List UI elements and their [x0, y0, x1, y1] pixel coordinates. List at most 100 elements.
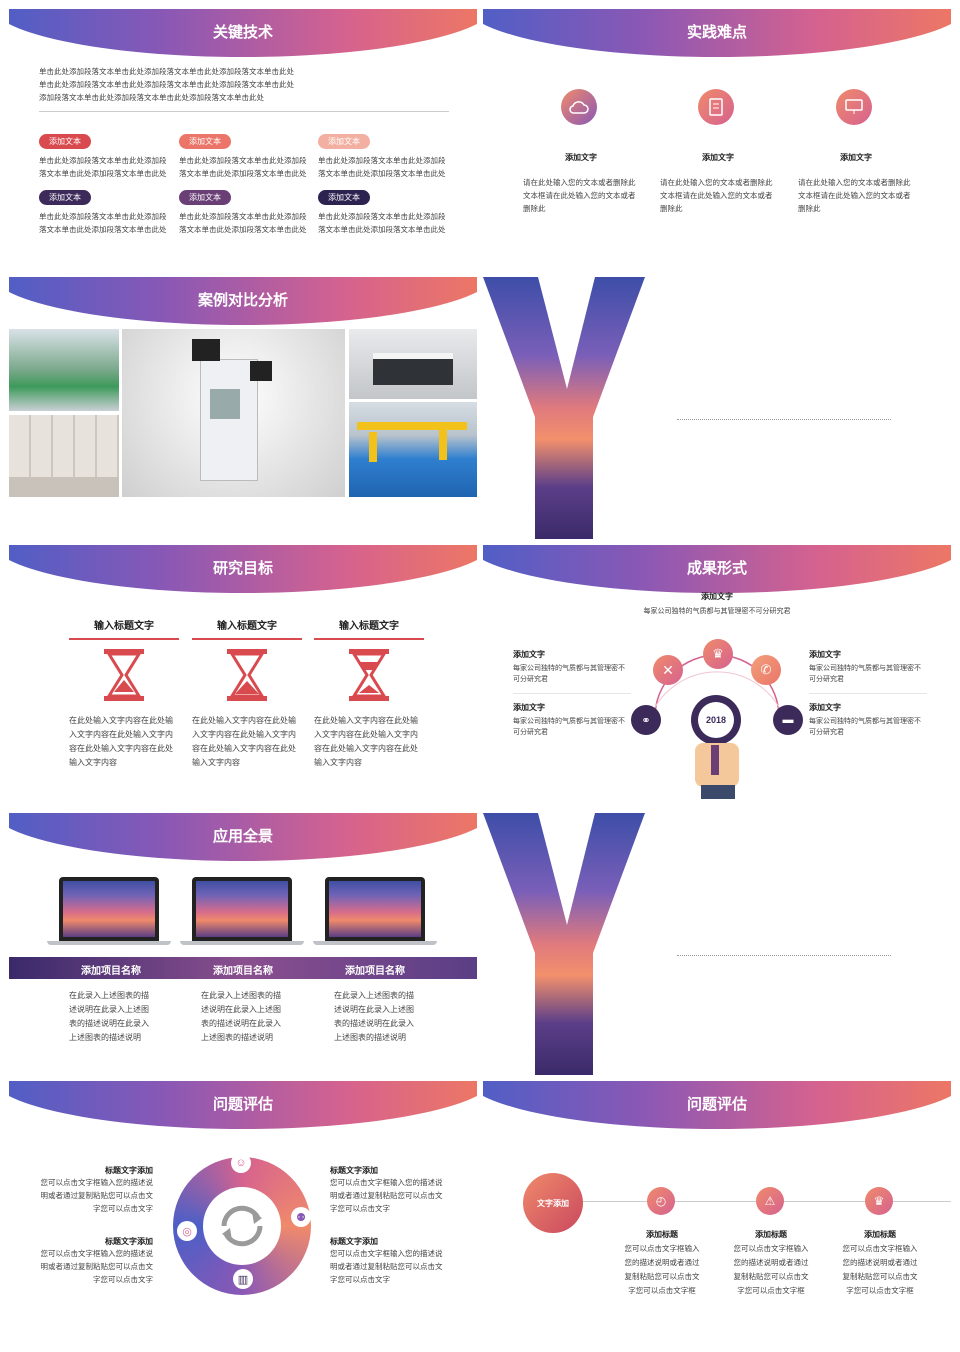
hourglass-icon	[227, 649, 267, 701]
grid-item: 添加文本 单击此处添加段落文本单击此处添加段落文本单击此处添加段落文本单击此处	[318, 131, 448, 180]
slide-problem-assessment-timeline[interactable]: 问题评估 文字添加 ◴ ⚠ ♛ 添加标题 您可以点击文字框输入您的描述说明或者通…	[483, 1081, 951, 1343]
slide-section-divider[interactable]	[483, 277, 951, 539]
grid-item: 添加文本 单击此处添加段落文本单击此处添加段落文本单击此处添加段落文本单击此处	[39, 131, 169, 180]
handshake-icon: ⚭	[631, 705, 661, 735]
top-text: 每家公司独特的气质都与其管理密不可分研究君	[643, 608, 791, 615]
block-head: 标题文字添加	[330, 1237, 378, 1246]
target-icon: ◎	[177, 1221, 197, 1241]
text-block: 标题文字添加 您可以点击文字框输入您的描述说明或者通过复制粘贴您可以点击文字您可…	[39, 1236, 154, 1286]
block-text: 您可以点击文字框输入您的描述说明或者通过复制粘贴您可以点击文字您可以点击文字	[330, 1178, 443, 1213]
slide-results[interactable]: 成果形式 添加文字 每家公司独特的气质都与其管理密不可分研究君 添加文字 每家公…	[483, 545, 951, 807]
laptop	[180, 877, 304, 945]
grid-item: 添加文本 单击此处添加段落文本单击此处添加段落文本单击此处添加段落文本单击此处	[179, 131, 309, 180]
laptop	[47, 877, 171, 945]
slide-title: 实践难点	[686, 24, 747, 41]
factory-photo	[9, 329, 119, 411]
name-bar	[9, 957, 477, 979]
dotted-line	[677, 955, 891, 956]
slide-banner: 关键技术	[9, 9, 477, 57]
step-text: 您可以点击文字框输入您的描述说明或者通过复制粘贴您可以点击文字您可以点击文字框	[842, 1244, 918, 1295]
goal-underline	[314, 638, 424, 640]
goal-head: 输入标题文字	[339, 621, 399, 632]
goal-text: 在此处输入文字内容在此处输入文字内容在此处输入文字内容在此处输入文字内容在此处输…	[192, 716, 296, 767]
item-text: 单击此处添加段落文本单击此处添加段落文本单击此处添加段落文本单击此处	[179, 156, 307, 178]
tag-pill: 添加文本	[318, 190, 370, 205]
slide-title: 研究目标	[212, 560, 273, 577]
slide-title: 问题评估	[212, 1096, 273, 1113]
block-text: 您可以点击文字框输入您的描述说明或者通过复制粘贴您可以点击文字您可以点击文字	[40, 1249, 154, 1284]
tag-pill: 添加文本	[318, 134, 370, 149]
trophy-icon: ♛	[865, 1187, 893, 1215]
tools-icon: ✕	[653, 655, 683, 685]
right-block: 添加文字 每家公司独特的气质都与其管理密不可分研究君	[809, 702, 927, 738]
y-letter-graphic	[483, 277, 645, 539]
item-text: 在此录入上述图表的描述说明在此录入上述图表的描述说明在此录入上述图表的描述说明	[69, 991, 149, 1042]
goal-col: 输入标题文字 在此处输入文字内容在此处输入文字内容在此处输入文字内容在此处输入文…	[69, 617, 179, 770]
year-badge: 2018	[691, 695, 741, 745]
block-head: 标题文字添加	[105, 1166, 153, 1175]
goal-text: 在此处输入文字内容在此处输入文字内容在此处输入文字内容在此处输入文字内容在此处输…	[69, 716, 173, 767]
slide-practice-difficulties[interactable]: 实践难点 添加文字 请在此处输入您的文本或者删除此文本框请在此处输入您的文本或者…	[483, 9, 951, 271]
item-text: 单击此处添加段落文本单击此处添加段落文本单击此处添加段落文本单击此处	[39, 212, 167, 234]
head-icon: ☺	[231, 1153, 251, 1173]
team-icon: ⚉	[291, 1207, 311, 1227]
goal-underline	[69, 638, 179, 640]
block-text: 每家公司独特的气质都与其管理密不可分研究君	[809, 718, 921, 736]
col-text: 请在此处输入您的文本或者删除此文本框请在此处输入您的文本或者删除此	[798, 178, 911, 213]
block-head: 添加文字	[513, 703, 545, 712]
top-head: 添加文字	[701, 592, 733, 601]
slide-title: 关键技术	[212, 24, 273, 41]
slide-section-divider[interactable]	[483, 813, 951, 1075]
col-text: 请在此处输入您的文本或者删除此文本框请在此处输入您的文本或者删除此	[523, 178, 636, 213]
slide-title: 问题评估	[686, 1096, 747, 1113]
cabinet-photo	[9, 415, 119, 497]
item-name: 添加项目名称	[81, 966, 141, 977]
divider-line	[809, 693, 927, 694]
hourglass-icon	[104, 649, 144, 701]
monitor-icon	[836, 89, 872, 125]
right-block: 添加文字 每家公司独特的气质都与其管理密不可分研究君	[809, 649, 927, 685]
slide-banner: 实践难点	[483, 9, 951, 57]
intro-text: 单击此处添加段落文本单击此处添加段落文本单击此处添加段落文本单击此处单击此处添加…	[39, 67, 294, 102]
slide-banner: 应用全景	[9, 813, 477, 861]
warning-icon: ⚠	[756, 1187, 784, 1215]
start-circle: 文字添加	[523, 1173, 583, 1233]
item-text: 在此录入上述图表的描述说明在此录入上述图表的描述说明在此录入上述图表的描述说明	[334, 991, 414, 1042]
truck-icon: ▬	[773, 705, 803, 735]
goal-head: 输入标题文字	[217, 621, 277, 632]
trophy-icon: ♛	[703, 639, 733, 669]
tag-pill: 添加文本	[39, 190, 91, 205]
goal-text: 在此处输入文字内容在此处输入文字内容在此处输入文字内容在此处输入文字内容在此处输…	[314, 716, 418, 767]
slide-research-goals[interactable]: 研究目标 输入标题文字 在此处输入文字内容在此处输入文字内容在此处输入文字内容在…	[9, 545, 477, 807]
block-text: 每家公司独特的气质都与其管理密不可分研究君	[809, 665, 921, 683]
tag-pill: 添加文本	[39, 134, 91, 149]
y-letter-graphic	[483, 813, 645, 1075]
step-text: 您可以点击文字框输入您的描述说明或者通过复制粘贴您可以点击文字您可以点击文字框	[624, 1244, 700, 1295]
lab-bench-photo	[349, 329, 477, 399]
block-text: 每家公司独特的气质都与其管理密不可分研究君	[513, 718, 625, 736]
slide-case-comparison[interactable]: 案例对比分析	[9, 277, 477, 539]
tag-pill: 添加文本	[179, 134, 231, 149]
slide-application-overview[interactable]: 应用全景 添加项目名称 添加项目名称 添加项目名称 在此录入上述图表的描述说明在…	[9, 813, 477, 1075]
slide-problem-assessment-cycle[interactable]: 问题评估 标题文字添加 您可以点击文字框输入您的描述说明或者通过复制粘贴您可以点…	[9, 1081, 477, 1343]
machine-photo	[122, 329, 345, 497]
start-label: 文字添加	[537, 1198, 569, 1208]
step-text: 您可以点击文字框输入您的描述说明或者通过复制粘贴您可以点击文字您可以点击文字框	[733, 1244, 809, 1295]
slide-banner: 问题评估	[483, 1081, 951, 1129]
item-name: 添加项目名称	[345, 966, 405, 977]
slide-banner: 问题评估	[9, 1081, 477, 1129]
cloud-icon	[561, 89, 597, 125]
slide-title: 成果形式	[686, 560, 747, 577]
col-head: 添加文字	[840, 153, 872, 162]
item-name: 添加项目名称	[213, 966, 273, 977]
slide-title: 案例对比分析	[197, 292, 288, 309]
item-text: 在此录入上述图表的描述说明在此录入上述图表的描述说明在此录入上述图表的描述说明	[201, 991, 281, 1042]
laptop	[313, 877, 437, 945]
timeline-step: 添加标题 您可以点击文字框输入您的描述说明或者通过复制粘贴您可以点击文字您可以点…	[839, 1229, 921, 1298]
pipeline-photo	[349, 402, 477, 497]
col-head: 添加文字	[702, 153, 734, 162]
block-head: 标题文字添加	[330, 1166, 378, 1175]
col-head: 添加文字	[565, 153, 597, 162]
slide-key-tech[interactable]: 关键技术 单击此处添加段落文本单击此处添加段落文本单击此处添加段落文本单击此处单…	[9, 9, 477, 271]
step-head: 添加标题	[864, 1230, 896, 1239]
